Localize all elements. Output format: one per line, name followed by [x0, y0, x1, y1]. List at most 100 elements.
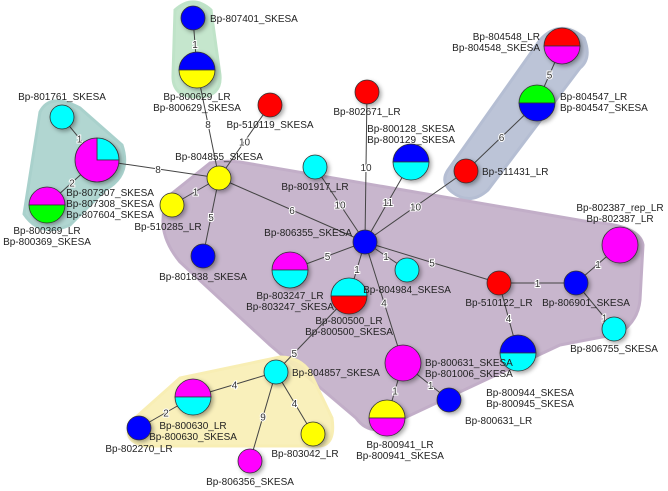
node-n15[interactable]: [543, 27, 581, 65]
edge-n10-n16[interactable]: [314, 166, 366, 243]
node-n9[interactable]: [190, 243, 216, 269]
cluster-hulls: [22, 0, 645, 448]
node-segment: [543, 27, 581, 47]
edge-weight-label: 1: [383, 252, 389, 263]
node-segment: [486, 270, 512, 296]
node-label: Bp-800369_LR: [13, 226, 80, 237]
node-segment: [436, 387, 462, 413]
node-segment: [174, 378, 212, 398]
edge-n16-n20[interactable]: [364, 241, 500, 284]
node-n6[interactable]: [74, 137, 120, 183]
edge-weight-label: 4: [232, 381, 238, 392]
edge-weight-label: 1: [192, 40, 198, 51]
node-label: Bp-804984_SKESA: [363, 285, 451, 296]
node-n22[interactable]: [601, 226, 639, 264]
node-segment: [257, 92, 283, 118]
node-n30[interactable]: [126, 415, 152, 441]
nodes: [28, 5, 639, 474]
edge-n4-n16[interactable]: [218, 177, 366, 243]
edge-weight-label: 2: [163, 409, 169, 420]
edge-n28-n32[interactable]: [249, 371, 277, 462]
node-n20[interactable]: [486, 270, 512, 296]
node-n17[interactable]: [271, 251, 309, 289]
node-segment: [518, 102, 556, 122]
edge-n3-n4[interactable]: [218, 104, 271, 179]
node-n1[interactable]: [180, 5, 206, 31]
node-segment: [601, 226, 639, 264]
node-label: Bp-800941_LR: [366, 440, 433, 451]
node-label: Bp-800944_SKESA: [486, 388, 574, 399]
node-segment: [96, 137, 120, 161]
node-n28[interactable]: [263, 359, 289, 385]
edge-weight-label: 10: [239, 138, 251, 149]
node-n2[interactable]: [178, 51, 216, 89]
node-n19[interactable]: [394, 257, 420, 283]
edge-weight-label: 4: [381, 299, 387, 310]
node-n12[interactable]: [392, 143, 430, 181]
node-n29[interactable]: [174, 378, 212, 416]
edge-weight-label: 5: [208, 213, 214, 224]
node-n21[interactable]: [563, 270, 589, 296]
edge-n13-n16[interactable]: [364, 170, 467, 243]
edge-weight-label: 1: [354, 265, 360, 276]
node-n16[interactable]: [352, 229, 378, 255]
node-label: Bp-800500_SKESA: [305, 327, 393, 338]
node-n3[interactable]: [257, 92, 283, 118]
edge-n16-n25[interactable]: [364, 241, 404, 364]
node-label: Bp-800630_LR: [159, 421, 226, 432]
edge-weight-label: 6: [289, 206, 295, 217]
node-n8[interactable]: [159, 192, 185, 218]
node-label: Bp-800629_SKESA: [153, 103, 241, 114]
node-n4[interactable]: [206, 165, 232, 191]
node-label: Bp-801006_SKESA: [425, 369, 513, 380]
node-segment: [392, 161, 430, 181]
node-segment: [206, 165, 232, 191]
node-n23[interactable]: [601, 316, 627, 342]
node-label: Bp-510122_LR: [465, 298, 532, 309]
node-n18[interactable]: [330, 277, 368, 315]
cluster-hull-purple: [161, 159, 645, 431]
node-n14[interactable]: [518, 84, 556, 122]
node-labels: Bp-807401_SKESABp-800629_LRBp-800629_SKE…: [3, 14, 664, 488]
node-label: Bp-802671_LR: [333, 107, 400, 118]
edge-n4-n9[interactable]: [202, 177, 220, 257]
node-n31[interactable]: [300, 421, 326, 447]
node-segment: [174, 396, 212, 416]
node-segment: [302, 154, 328, 180]
node-segment: [352, 229, 378, 255]
node-label: Bp-804548_LR: [473, 32, 540, 43]
node-label: Bp-510285_LR: [134, 222, 201, 233]
node-n5[interactable]: [49, 104, 75, 130]
node-n13[interactable]: [453, 158, 479, 184]
node-n27[interactable]: [368, 399, 406, 437]
node-n25[interactable]: [384, 344, 422, 382]
node-n7[interactable]: [28, 186, 66, 224]
node-label: Bp-807604_SKESA: [66, 210, 154, 221]
node-label: Bp-804855_SKESA: [175, 152, 263, 163]
node-n32[interactable]: [237, 448, 263, 474]
node-label: Bp-807401_SKESA: [210, 14, 298, 25]
node-label: Bp-800631_SKESA: [425, 358, 513, 369]
edge-weight-label: 5: [429, 259, 435, 270]
node-n24[interactable]: [499, 334, 537, 372]
node-n11[interactable]: [354, 79, 380, 105]
edge-n11-n16[interactable]: [364, 91, 368, 243]
node-segment: [563, 270, 589, 296]
node-n10[interactable]: [302, 154, 328, 180]
node-segment: [499, 352, 537, 372]
edge-weight-label: 1: [392, 387, 398, 398]
node-label: Bp-800128_SKESA: [367, 124, 455, 135]
node-segment: [330, 295, 368, 315]
node-segment: [159, 192, 185, 218]
edge-weight-label: 2: [69, 179, 75, 190]
node-label: Bp-803247_SKESA: [246, 302, 334, 313]
node-segment: [601, 316, 627, 342]
node-label: Bp-800941_SKESA: [356, 451, 444, 462]
node-segment: [28, 186, 66, 206]
node-label: Bp-804857_SKESA: [292, 368, 380, 379]
node-n26[interactable]: [436, 387, 462, 413]
node-segment: [392, 143, 430, 163]
node-label: Bp-804547_SKESA: [560, 103, 648, 114]
edge-weight-label: 1: [535, 279, 541, 290]
